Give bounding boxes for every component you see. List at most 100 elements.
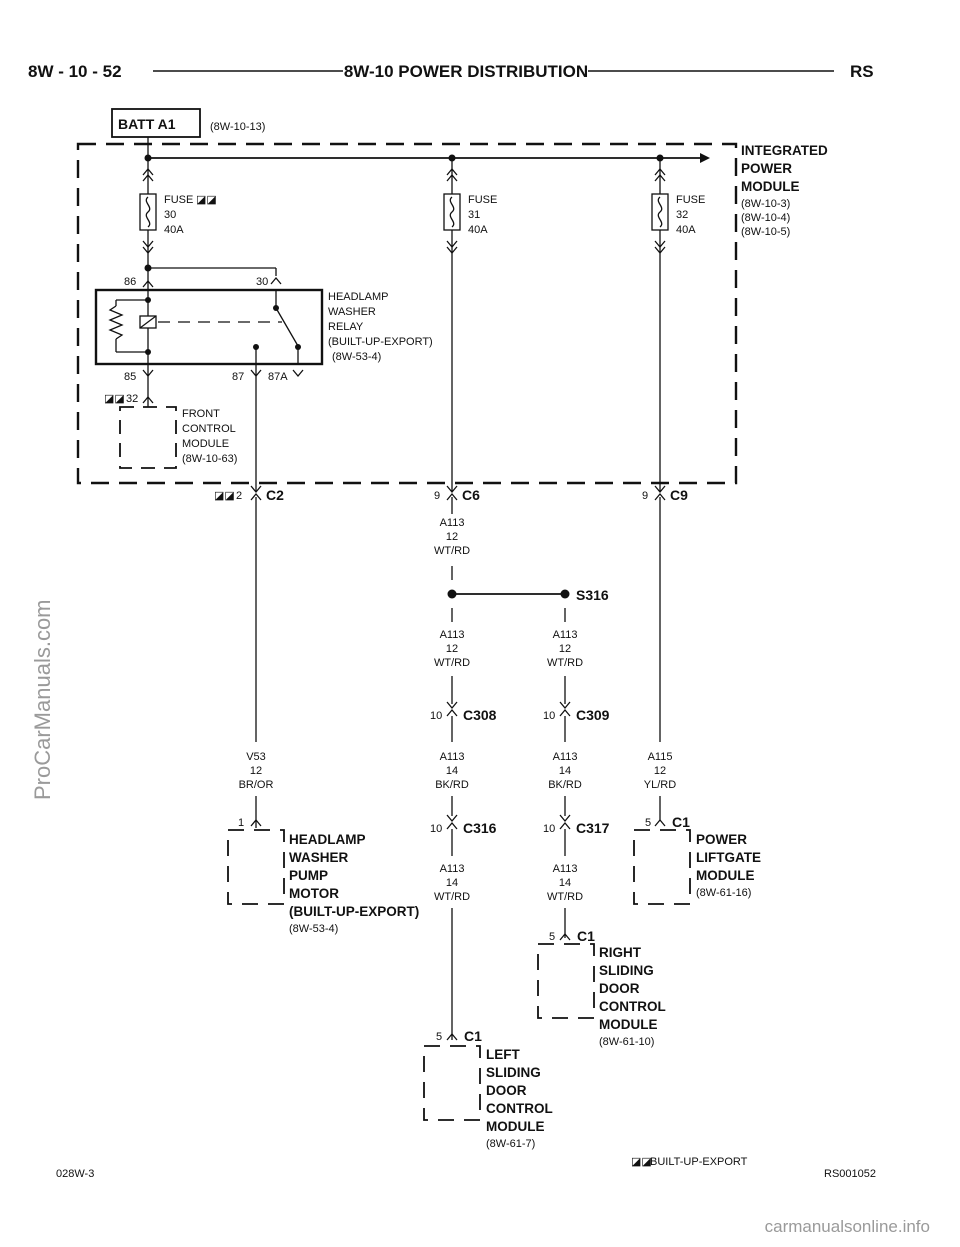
svg-text:C316: C316 (463, 820, 497, 836)
svg-text:12: 12 (446, 531, 458, 543)
ipm-outline (76, 142, 738, 485)
wire-label-a115: A115 12 YL/RD (644, 751, 676, 791)
connector-c6: 9 C6 (434, 485, 480, 503)
svg-text:A113: A113 (440, 629, 465, 641)
headlamp-washer-relay: 86 30 85 87 87A HEADLAMP (94, 264, 433, 492)
svg-text:5: 5 (645, 817, 651, 829)
headlamp-washer-pump-motor: 1 HEADLAMP WASHER PUMP MOTOR (BUILT-UP-E… (227, 817, 419, 935)
svg-text:MODULE: MODULE (599, 1017, 658, 1032)
connector-c309: 10 C309 (543, 701, 610, 723)
svg-text:BK/RD: BK/RD (548, 779, 582, 791)
svg-text:A115: A115 (648, 751, 673, 763)
svg-text:FRONT: FRONT (182, 408, 220, 420)
svg-text:MODULE: MODULE (741, 179, 800, 194)
svg-text:87A: 87A (268, 371, 288, 383)
legend: ◪◪ BUILT-UP-EXPORT (631, 1156, 748, 1168)
svg-text:◪◪: ◪◪ (631, 1156, 652, 1168)
section-title: 8W-10 POWER DISTRIBUTION (344, 62, 588, 81)
wire-label-a113-left: A113 12 WT/RD (434, 629, 470, 669)
svg-text:1: 1 (238, 817, 244, 829)
svg-text:10: 10 (430, 710, 442, 722)
svg-text:WT/RD: WT/RD (434, 545, 470, 557)
bottom-watermark: carmanualsonline.info (765, 1217, 930, 1236)
ipm-label: INTEGRATED POWER MODULE (8W-10-3) (8W-10… (741, 143, 828, 238)
svg-text:MODULE: MODULE (182, 438, 229, 450)
svg-text:RELAY: RELAY (328, 321, 364, 333)
svg-text:2: 2 (236, 490, 242, 502)
svg-text:5: 5 (436, 1031, 442, 1043)
batt-label: BATT A1 (118, 116, 176, 132)
wire-label-a113-wt-left: A113 14 WT/RD (434, 863, 470, 903)
svg-text:SLIDING: SLIDING (599, 963, 654, 978)
svg-text:HEADLAMP: HEADLAMP (328, 291, 389, 303)
svg-text:40A: 40A (676, 224, 696, 236)
svg-text:A113: A113 (553, 863, 578, 875)
svg-text:A113: A113 (553, 751, 578, 763)
svg-text:12: 12 (654, 765, 666, 777)
svg-text:(BUILT-UP-EXPORT): (BUILT-UP-EXPORT) (328, 336, 433, 348)
svg-text:87: 87 (232, 371, 244, 383)
wire-label-a113-wt-right: A113 14 WT/RD (547, 863, 583, 903)
svg-text:A113: A113 (440, 863, 465, 875)
svg-text:WT/RD: WT/RD (434, 657, 470, 669)
svg-text:MODULE: MODULE (486, 1119, 545, 1134)
svg-text:YL/RD: YL/RD (644, 779, 676, 791)
connector-c316: 10 C316 (430, 814, 497, 836)
svg-text:(8W-53-4): (8W-53-4) (332, 351, 381, 363)
left-sliding-door-module: 5 C1 LEFT SLIDING DOOR CONTROL MODULE (8… (423, 1028, 553, 1150)
svg-text:10: 10 (543, 823, 555, 835)
wire-label-a113-bk-left: A113 14 BK/RD (435, 751, 469, 791)
splice-s316: S316 (447, 587, 609, 603)
svg-text:(8W-61-10): (8W-61-10) (599, 1036, 654, 1048)
svg-text:C309: C309 (576, 707, 610, 723)
svg-text:(8W-10-63): (8W-10-63) (182, 453, 237, 465)
svg-text:85: 85 (124, 371, 136, 383)
svg-text:C2: C2 (266, 487, 284, 503)
svg-text:MOTOR: MOTOR (289, 886, 339, 901)
connector-c2: ◪◪ 2 C2 (214, 485, 284, 503)
svg-text:9: 9 (642, 490, 648, 502)
svg-text:FUSE: FUSE (676, 194, 705, 206)
svg-text:MODULE: MODULE (696, 868, 755, 883)
svg-text:BR/OR: BR/OR (239, 779, 274, 791)
svg-text:DOOR: DOOR (599, 981, 640, 996)
svg-text:CONTROL: CONTROL (599, 999, 666, 1014)
svg-text:(8W-10-4): (8W-10-4) (741, 212, 790, 224)
side-watermark: ProCarManuals.com (30, 599, 55, 800)
svg-text:(8W-10-5): (8W-10-5) (741, 226, 790, 238)
svg-text:BUILT-UP-EXPORT: BUILT-UP-EXPORT (650, 1156, 748, 1168)
connector-c317: 10 C317 (543, 814, 610, 836)
svg-text:14: 14 (446, 877, 458, 889)
svg-text:86: 86 (124, 276, 136, 288)
svg-text:WT/RD: WT/RD (547, 657, 583, 669)
fuse-30: FUSE ◪◪ 30 40A (139, 158, 217, 268)
svg-text:C1: C1 (577, 928, 595, 944)
svg-text:14: 14 (559, 877, 571, 889)
batt-ref: (8W-10-13) (210, 121, 265, 133)
svg-text:12: 12 (559, 643, 571, 655)
footer-figure-code: 028W-3 (56, 1168, 94, 1180)
svg-text:RIGHT: RIGHT (599, 945, 642, 960)
page-header: 8W - 10 - 52 8W-10 POWER DISTRIBUTION RS (28, 62, 874, 81)
svg-text:10: 10 (430, 823, 442, 835)
svg-text:HEADLAMP: HEADLAMP (289, 832, 366, 847)
front-control-module: ◪◪ 32 FRONT CONTROL MODULE (8W-10-63) (104, 393, 237, 469)
svg-text:32: 32 (126, 393, 138, 405)
svg-text:30: 30 (256, 276, 268, 288)
svg-text:5: 5 (549, 931, 555, 943)
svg-text:32: 32 (676, 209, 688, 221)
svg-text:C9: C9 (670, 487, 688, 503)
svg-text:POWER: POWER (696, 832, 747, 847)
svg-text:A113: A113 (440, 751, 465, 763)
svg-text:INTEGRATED: INTEGRATED (741, 143, 828, 158)
section-code: RS (850, 62, 874, 81)
svg-text:10: 10 (543, 710, 555, 722)
svg-text:C1: C1 (672, 814, 690, 830)
svg-text:WT/RD: WT/RD (434, 891, 470, 903)
svg-text:POWER: POWER (741, 161, 792, 176)
svg-text:C6: C6 (462, 487, 480, 503)
svg-text:CONTROL: CONTROL (486, 1101, 553, 1116)
svg-text:C308: C308 (463, 707, 497, 723)
